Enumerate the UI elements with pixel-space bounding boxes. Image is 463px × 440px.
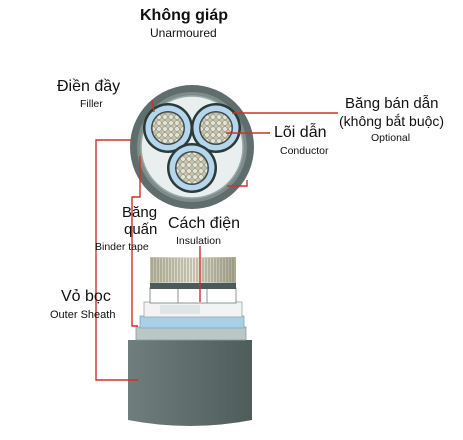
semiconductive-label-en: Optional xyxy=(371,132,411,144)
conductor-label-en: Conductor xyxy=(280,145,329,157)
leader-outer-sheath xyxy=(95,139,138,381)
semiconductive-label-vi-1: Băng bán dẫn xyxy=(345,95,439,112)
conductor-label-vi: Lõi dẫn xyxy=(274,124,327,141)
side-view xyxy=(128,257,252,426)
sheath-label-vi: Vỏ bọc xyxy=(61,288,111,305)
leader-binder-tape xyxy=(131,156,141,327)
binder-tape-layer xyxy=(135,326,247,341)
core-2 xyxy=(191,103,241,153)
title-en: Unarmoured xyxy=(150,26,217,40)
core-3 xyxy=(167,143,217,193)
title-vi: Không giáp xyxy=(140,7,228,24)
insulation-layer xyxy=(139,315,245,329)
cross-section xyxy=(130,85,254,209)
insulation-label-vi: Cách điện xyxy=(168,215,241,232)
filler-label-vi: Điền đầy xyxy=(57,78,121,95)
filler-label-en: Filler xyxy=(80,98,103,110)
leader-lines xyxy=(95,99,338,381)
binder-label-en: Binder tape xyxy=(95,241,149,253)
binder-label-vi-1: Băng xyxy=(122,204,158,221)
semiconductive-label-vi-2: (không bắt buộc) xyxy=(339,113,445,129)
core-insulation-side xyxy=(149,287,237,304)
conductor-wires xyxy=(150,257,236,283)
sheath-label-en: Outer Sheath xyxy=(50,309,116,321)
leader-filler xyxy=(151,99,155,113)
binder-label-vi-2: quấn xyxy=(124,221,158,238)
core-1 xyxy=(143,103,193,153)
leader-outer-sheath-2 xyxy=(227,180,248,187)
outer-sheath-body xyxy=(128,340,252,426)
binder-tape-ring xyxy=(140,95,244,199)
insulation-label-en: Insulation xyxy=(176,235,221,247)
